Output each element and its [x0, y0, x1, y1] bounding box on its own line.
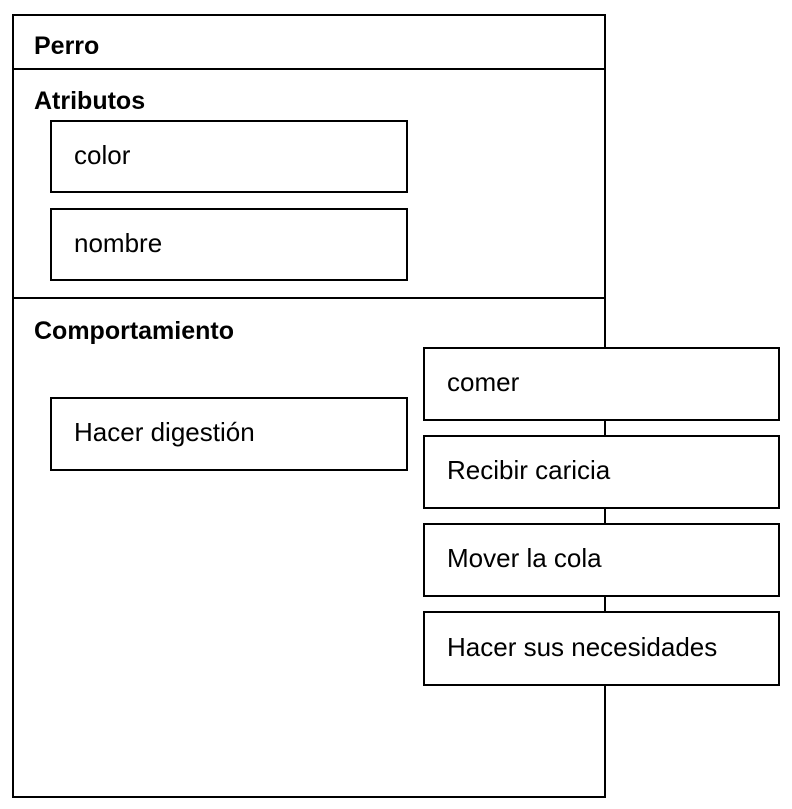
attribute-box-color: color — [50, 120, 408, 193]
method-box-hacer-sus-necesidades: Hacer sus necesidades — [423, 611, 780, 686]
method-box-mover-la-cola: Mover la cola — [423, 523, 780, 597]
behavior-heading: Comportamiento — [34, 317, 234, 345]
method-box-hacer-digestion: Hacer digestión — [50, 397, 408, 471]
attributes-heading: Atributos — [34, 87, 146, 115]
divider-title — [12, 68, 606, 70]
method-box-comer: comer — [423, 347, 780, 421]
class-name: Perro — [34, 32, 100, 60]
method-box-recibir-caricia: Recibir caricia — [423, 435, 780, 509]
attribute-box-nombre: nombre — [50, 208, 408, 281]
divider-attributes — [12, 297, 606, 299]
